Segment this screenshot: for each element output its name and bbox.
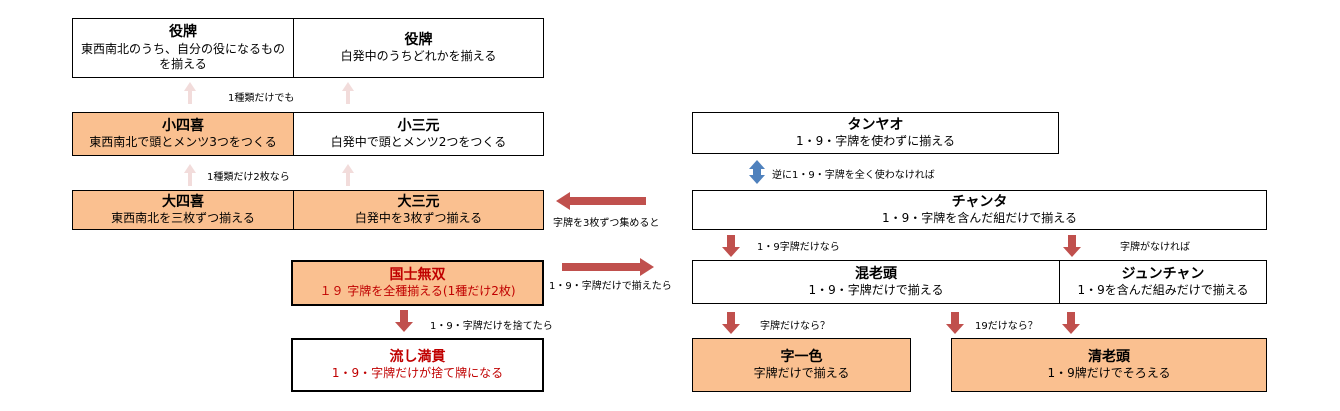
arrow-down-honroutou-chinroutou — [946, 312, 964, 334]
box-title: 役牌 — [404, 31, 433, 48]
box-desc: 字牌だけで揃える — [753, 366, 850, 381]
box-title: ジュンチャン — [1121, 265, 1205, 282]
box-title: 小三元 — [397, 117, 440, 134]
box-title: チャンタ — [951, 193, 1008, 210]
box-chinroutou: 清老頭 1・9牌だけでそろえる — [951, 338, 1267, 392]
label-one-kind: 1種類だけでも — [228, 93, 295, 104]
arrow-right-kokushi-honroutou — [562, 258, 654, 276]
box-desc: 1・9・字牌だけが捨て牌になる — [331, 366, 504, 381]
box-title: 小四喜 — [162, 117, 204, 134]
box-yakuhai-wind: 役牌 東西南北のうち、自分の役になるものを揃える — [72, 18, 294, 78]
arrow-up-daisangen-shousangen — [342, 164, 354, 186]
box-title: 混老頭 — [855, 265, 897, 282]
box-chanta: チャンタ 1・9・字牌を含んだ組だけで揃える — [692, 190, 1267, 230]
arrow-up-shousuushii-yakuhai — [184, 82, 196, 104]
box-title: 国士無双 — [389, 266, 446, 283]
arrow-up-shousangen-yakuhai — [342, 82, 354, 104]
box-desc: 東西南北を三枚ずつ揃える — [111, 211, 255, 226]
arrow-down-chanta-junchan — [1063, 235, 1081, 257]
box-desc: １９ 字牌を全種揃える(1種だけ2枚) — [319, 284, 516, 299]
box-nagashi: 流し満貫 1・9・字牌だけが捨て牌になる — [291, 338, 544, 392]
arrow-updown-tanyao-chanta — [749, 160, 765, 184]
box-title: 清老頭 — [1088, 348, 1130, 365]
box-title: 字一色 — [780, 348, 823, 365]
box-kokushi: 国士無双 １９ 字牌を全種揃える(1種だけ2枚) — [291, 260, 544, 306]
label-gather-19-jihai: 1・9・字牌だけで揃えたら — [549, 281, 672, 292]
box-title: 大四喜 — [162, 193, 204, 210]
label-one-kind-two: 1種類だけ2枚なら — [207, 172, 290, 183]
arrow-left-chanta-daisangen — [556, 192, 646, 210]
box-shousangen: 小三元 白発中で頭とメンツ2つをつくる — [293, 112, 544, 156]
box-desc: 1・9・字牌を含んだ組だけで揃える — [882, 211, 1077, 226]
label-only-19-jihai: 1・9字牌だけなら — [757, 242, 840, 253]
box-title: 流し満貫 — [389, 348, 446, 365]
box-daisangen: 大三元 白発中を3枚ずつ揃える — [293, 190, 544, 230]
label-only-jihai-q: 字牌だけなら？ — [760, 321, 830, 332]
pink-arrows — [184, 82, 354, 186]
box-desc: 東西南北のうち、自分の役になるものを揃える — [80, 41, 285, 71]
box-desc: 1・9・字牌を使わずに揃える — [796, 134, 955, 149]
box-desc: 白発中を3枚ずつ揃える — [354, 211, 483, 226]
box-title: 役牌 — [169, 24, 197, 41]
box-desc: 白発中で頭とメンツ2つをつくる — [330, 135, 507, 150]
arrow-down-chanta-honroutou — [722, 235, 740, 257]
box-junchan: ジュンチャン 1・9を含んだ組みだけで揃える — [1059, 260, 1267, 304]
box-desc: 1・9・字牌だけで揃える — [808, 283, 944, 298]
arrow-up-daisuushii-shousuushii — [184, 164, 196, 186]
label-only-19-q: 19だけなら？ — [975, 321, 1038, 332]
box-yakuhai-dragon: 役牌 白発中のうちどれかを揃える — [293, 18, 544, 78]
label-discard-19-jihai: 1・9・字牌だけを捨てたら — [430, 321, 553, 332]
box-tsuuiisou: 字一色 字牌だけで揃える — [692, 338, 911, 392]
box-desc: 東西南北で頭とメンツ3つをつくる — [89, 135, 277, 150]
arrow-down-kokushi-nagashi — [395, 310, 413, 332]
box-desc: 1・9を含んだ組みだけで揃える — [1077, 283, 1249, 298]
label-reverse: 逆に1・9・字牌を全く使わなければ — [772, 170, 935, 181]
box-title: 大三元 — [397, 193, 440, 210]
label-collect-three: 字牌を3枚ずつ集めると — [553, 218, 660, 229]
box-honroutou: 混老頭 1・9・字牌だけで揃える — [692, 260, 1060, 304]
red-arrows — [395, 192, 1081, 334]
box-title: タンヤオ — [847, 116, 904, 133]
box-desc: 1・9牌だけでそろえる — [1047, 366, 1171, 381]
arrow-down-honroutou-tsuuiisou — [722, 312, 740, 334]
label-no-jihai: 字牌がなければ — [1120, 242, 1190, 253]
box-shousuushii: 小四喜 東西南北で頭とメンツ3つをつくる — [72, 112, 294, 156]
box-tanyao: タンヤオ 1・9・字牌を使わずに揃える — [692, 112, 1059, 154]
arrow-down-junchan-chinroutou — [1062, 312, 1080, 334]
box-daisuushii: 大四喜 東西南北を三枚ずつ揃える — [72, 190, 294, 230]
box-desc: 白発中のうちどれかを揃える — [340, 49, 497, 64]
